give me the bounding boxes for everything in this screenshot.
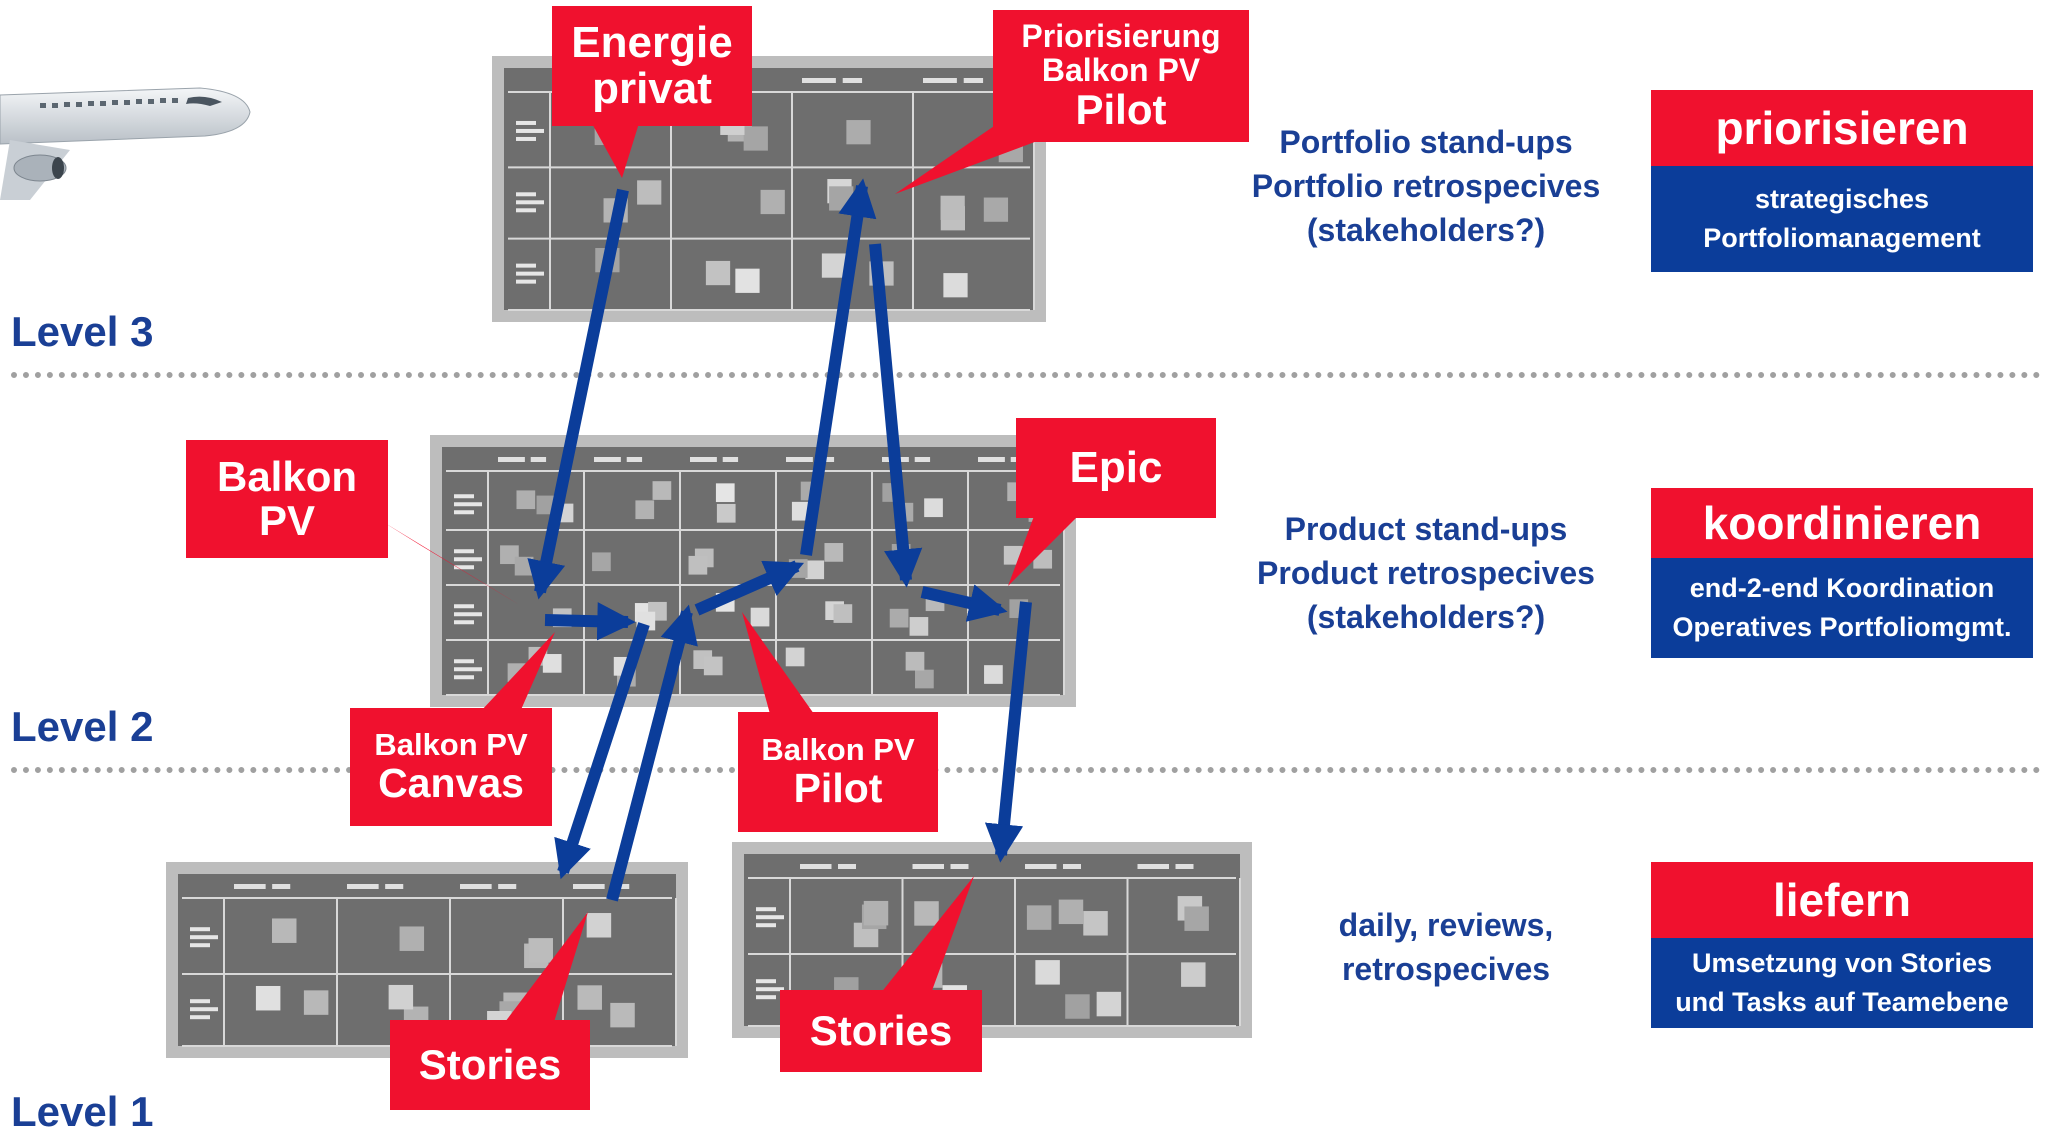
callout-line: Canvas: [378, 759, 524, 806]
callout-stories-right: Stories: [780, 990, 982, 1072]
ceremony-line: Portfolio retrospecives: [1251, 168, 1601, 205]
responsibility-line: Umsetzung von Stories: [1691, 947, 1993, 978]
ceremony-line: retrospecives: [1341, 951, 1551, 988]
callout-line: PV: [258, 497, 316, 544]
callout-line: Epic: [1069, 442, 1163, 492]
callout-line: Pilot: [1075, 85, 1167, 133]
responsibility-description: Umsetzung von Stories und Tasks auf Team…: [1651, 938, 2033, 1028]
responsibility-box-level-1: liefern Umsetzung von Stories und Tasks …: [1651, 862, 2033, 1028]
responsibility-box-level-3: priorisieren strategisches Portfoliomana…: [1651, 90, 2033, 272]
callout-line: privat: [592, 64, 712, 113]
level-3-label: Level 3: [11, 308, 154, 355]
callout-balkon-pv-pilot: Balkon PV Pilot: [738, 712, 938, 832]
callout-line: Balkon PV: [761, 732, 915, 768]
callout-stories-left: Stories: [390, 1020, 590, 1110]
ceremony-line: Product stand-ups: [1284, 511, 1568, 547]
callout-priorisierung: Priorisierung Balkon PV Pilot: [993, 10, 1249, 142]
callout-line: Pilot: [793, 764, 883, 811]
callout-balkon-pv: Balkon PV: [186, 440, 388, 558]
callout-line: Balkon PV: [1041, 51, 1201, 88]
ceremony-line: (stakeholders?): [1306, 212, 1546, 249]
responsibility-line: end-2-end Koordination: [1689, 572, 1995, 603]
responsibility-line: und Tasks auf Teamebene: [1675, 987, 2009, 1017]
responsibility-title: koordinieren: [1651, 488, 2033, 558]
callout-epic: Epic: [1016, 418, 1216, 518]
callout-energie-privat: Energie privat: [552, 6, 752, 126]
ceremony-line: daily, reviews,: [1338, 907, 1554, 943]
ceremonies-level-1: daily, reviews, retrospecives: [1246, 903, 1646, 991]
level-divider-2-1: [11, 767, 2041, 773]
callout-line: Stories: [809, 1006, 953, 1054]
flow-arrow-icon: [527, 188, 629, 600]
responsibility-title: priorisieren: [1651, 90, 2033, 166]
flow-arrow-icon: [694, 560, 805, 616]
flow-arrow-icon: [920, 584, 1008, 622]
ceremony-line: Portfolio stand-ups: [1279, 124, 1573, 160]
callout-line: Balkon PV: [374, 727, 528, 763]
responsibility-line: Operatives Portfoliomgmt.: [1672, 612, 2012, 642]
flow-arrow-icon: [869, 243, 923, 588]
level-2-label: Level 2: [11, 703, 154, 750]
ceremony-line: Product retrospecives: [1257, 555, 1595, 592]
responsibility-title: liefern: [1651, 862, 2033, 938]
level-divider-3-2: [11, 372, 2041, 378]
flow-arrow-icon: [606, 604, 698, 902]
airplane-icon: [0, 87, 251, 200]
responsibility-box-level-2: koordinieren end-2-end Koordination Oper…: [1651, 488, 2033, 658]
callout-balkon-pv-canvas: Balkon PV Canvas: [350, 708, 552, 826]
callout-line: Balkon: [216, 452, 358, 500]
callout-line: Priorisierung: [1021, 18, 1221, 55]
flow-arrow-icon: [544, 602, 636, 641]
ceremony-line: (stakeholders?): [1306, 599, 1546, 636]
kanban-board-icon: [178, 874, 677, 1047]
callout-line: Stories: [418, 1040, 562, 1088]
responsibility-description: end-2-end Koordination Operatives Portfo…: [1651, 558, 2033, 658]
responsibility-line: strategisches: [1754, 183, 1930, 214]
ceremonies-level-2: Product stand-ups Product retrospecives …: [1226, 507, 1626, 639]
flow-arrow-icon: [800, 178, 877, 556]
flow-arrow-icon: [984, 601, 1032, 863]
callout-line: Energie: [571, 17, 733, 67]
level-1-label: Level 1: [11, 1088, 154, 1135]
ceremonies-level-3: Portfolio stand-ups Portfolio retrospeci…: [1226, 120, 1626, 252]
responsibility-description: strategisches Portfoliomanagement: [1651, 166, 2033, 272]
responsibility-line: Portfoliomanagement: [1703, 223, 1981, 253]
flow-arrow-icon: [554, 622, 650, 880]
